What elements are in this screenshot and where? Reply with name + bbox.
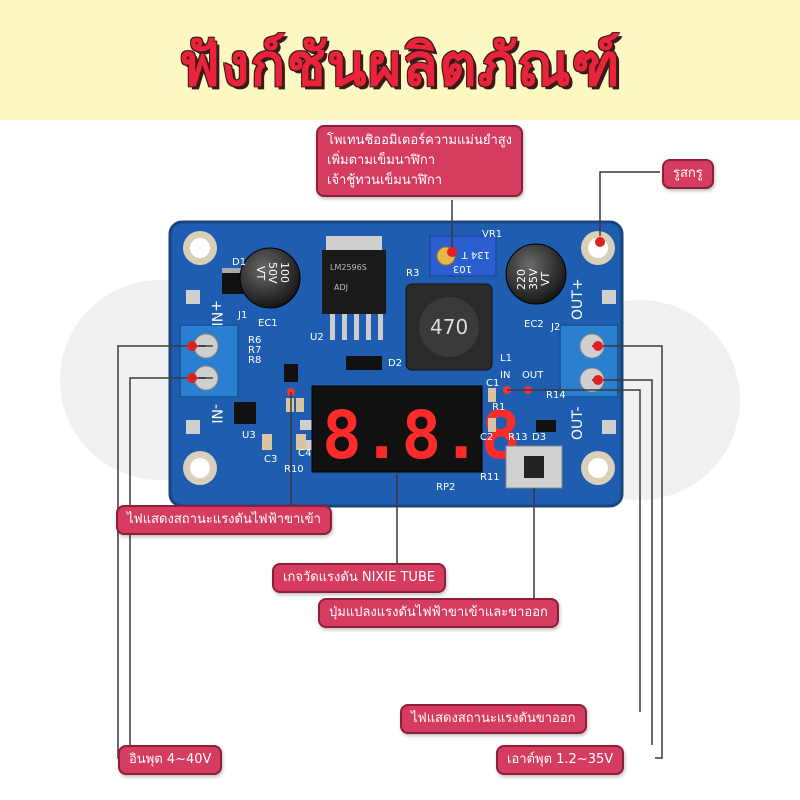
svg-text:100: 100 [278,262,291,283]
svg-text:C3: C3 [264,454,277,465]
svg-text:R3: R3 [406,268,419,279]
label-output-led: ไฟแสดงสถานะแรงดันขาออก [400,704,587,734]
page-title: ฟังก์ชันผลิตภัณฑ์ [179,31,621,99]
svg-text:R11: R11 [480,472,500,483]
svg-text:103: 103 [453,263,472,274]
capacitor-c4 [296,434,306,450]
svg-text:EC1: EC1 [258,318,278,329]
svg-text:35V: 35V [527,268,540,290]
mount-hole-tr [581,231,615,265]
svg-text:RP2: RP2 [436,482,455,493]
svg-text:C2: C2 [480,432,493,443]
pin-out-minus: OUT- [570,406,586,440]
resistor-r10 [286,398,294,412]
svg-text:LM2596S: LM2596S [330,263,367,272]
svg-text:VT: VT [254,266,267,281]
pointer-dots [187,237,605,385]
svg-text:IN: IN [500,370,510,381]
svg-text:C1: C1 [486,378,499,389]
mount-hole-bl [183,451,217,485]
svg-text:L1: L1 [500,353,512,364]
svg-text:VR1: VR1 [482,229,502,240]
regulator-chip-lm2596: LM2596S ADJ [322,236,386,340]
resistor-r9 [296,398,304,412]
push-button [505,445,563,489]
svg-text:VT: VT [539,271,552,286]
svg-text:8.8.8: 8.8.8 [322,397,521,474]
svg-text:R8: R8 [248,355,261,366]
transistor [284,364,298,382]
output-terminal-block [559,324,619,398]
potentiometer-vr1: 103 134 T [429,235,497,277]
connector-lines [117,171,663,759]
svg-text:470: 470 [430,315,468,339]
inductor-l1: 470 [405,283,493,371]
svg-text:D1: D1 [232,257,246,268]
svg-text:EC2: EC2 [524,319,544,330]
header-banner [0,0,800,120]
svg-text:J1: J1 [237,310,247,321]
svg-text:220: 220 [515,269,528,290]
svg-text:U3: U3 [242,430,256,441]
led-display: 8.8.8 [311,385,521,474]
label-input-voltage: อินพุต 4~40V [118,745,223,775]
svg-text:R13: R13 [508,432,528,443]
svg-text:D3: D3 [532,432,546,443]
label-potentiometer: โพเทนชิออมิเตอร์ความแม่นยำสูง เพิ่มตามเข… [316,125,524,197]
svg-text:D2: D2 [388,358,402,369]
svg-text:OUT: OUT [522,370,544,381]
svg-text:R6: R6 [248,335,261,346]
input-terminal-block [179,324,239,398]
mount-hole-br [581,451,615,485]
label-screw-hole: รูสกรู [662,159,714,189]
svg-text:U2: U2 [310,332,324,343]
label-input-led: ไฟแสดงสถานะแรงดันไฟฟ้าขาเข้า [116,505,332,535]
svg-text:C4: C4 [298,448,311,459]
svg-text:R10: R10 [284,464,304,475]
diode-d2 [346,356,382,370]
svg-text:R14: R14 [546,390,566,401]
label-voltage-gauge: เกจวัดแรงดัน NIXIE TUBE [272,563,447,593]
svg-text:J2: J2 [550,322,560,333]
diode-d3 [536,420,556,432]
svg-text:ADJ: ADJ [334,283,348,292]
capacitor-ec2: 220 35V VT [505,243,567,305]
svg-text:R1: R1 [492,402,505,413]
mount-hole-tl [183,231,217,265]
label-output-voltage: เอาต์พุต 1.2~35V [496,745,625,775]
pin-in-plus: +NI [208,300,224,326]
capacitor-ec1: 100 50V VT [239,247,301,309]
svg-text:R7: R7 [248,345,261,356]
label-mode-button: ปุ่มแปลงแรงดันไฟฟ้าขาเข้าและขาออก [318,598,559,628]
ic-u3 [234,402,256,424]
svg-text:134 T: 134 T [461,249,490,260]
capacitor-c3 [262,434,272,450]
pin-out-plus: OUT+ [570,278,586,320]
svg-text:50V: 50V [266,262,279,284]
pin-in-minus: -NI [208,404,224,424]
